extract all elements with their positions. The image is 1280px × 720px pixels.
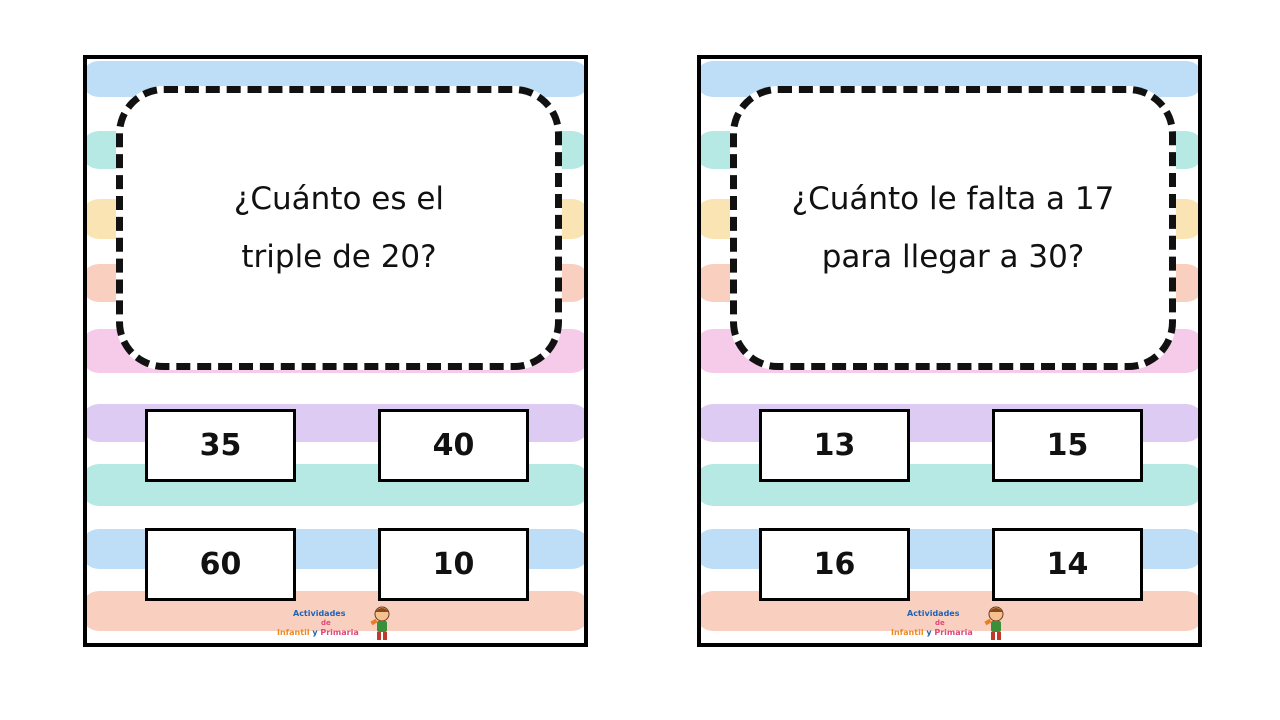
answer-option-1[interactable]: 13 xyxy=(759,409,910,482)
logo-line-2: de xyxy=(935,619,945,627)
question-box: ¿Cuánto es el triple de 20? xyxy=(116,86,562,370)
question-line-2: triple de 20? xyxy=(241,239,437,275)
kid-mascot-icon xyxy=(370,606,390,640)
quiz-card-2: ¿Cuánto le falta a 17 para llegar a 30? … xyxy=(697,55,1202,647)
answer-option-4[interactable]: 14 xyxy=(992,528,1143,601)
answer-option-2[interactable]: 40 xyxy=(378,409,529,482)
question-line-2: para llegar a 30? xyxy=(821,239,1085,275)
question-box: ¿Cuánto le falta a 17 para llegar a 30? xyxy=(730,86,1176,370)
brand-logo: Actividades de Infantil y Primaria xyxy=(891,606,1011,643)
question-text: ¿Cuánto le falta a 17 para llegar a 30? xyxy=(773,170,1133,286)
brand-logo: Actividades de Infantil y Primaria xyxy=(277,606,397,643)
logo-line-3: Infantil y Primaria xyxy=(891,628,973,637)
answer-option-3[interactable]: 60 xyxy=(145,528,296,601)
answer-option-2[interactable]: 15 xyxy=(992,409,1143,482)
logo-line-2: de xyxy=(321,619,331,627)
quiz-card-1: ¿Cuánto es el triple de 20? 35 40 60 10 … xyxy=(83,55,588,647)
question-text: ¿Cuánto es el triple de 20? xyxy=(159,170,519,286)
answer-option-1[interactable]: 35 xyxy=(145,409,296,482)
logo-line-1: Actividades xyxy=(293,609,346,618)
answer-option-4[interactable]: 10 xyxy=(378,528,529,601)
logo-line-3: Infantil y Primaria xyxy=(277,628,359,637)
question-line-1: ¿Cuánto es el xyxy=(233,181,445,217)
question-line-1: ¿Cuánto le falta a 17 xyxy=(791,181,1115,217)
logo-line-1: Actividades xyxy=(907,609,960,618)
answer-option-3[interactable]: 16 xyxy=(759,528,910,601)
kid-mascot-icon xyxy=(984,606,1004,640)
